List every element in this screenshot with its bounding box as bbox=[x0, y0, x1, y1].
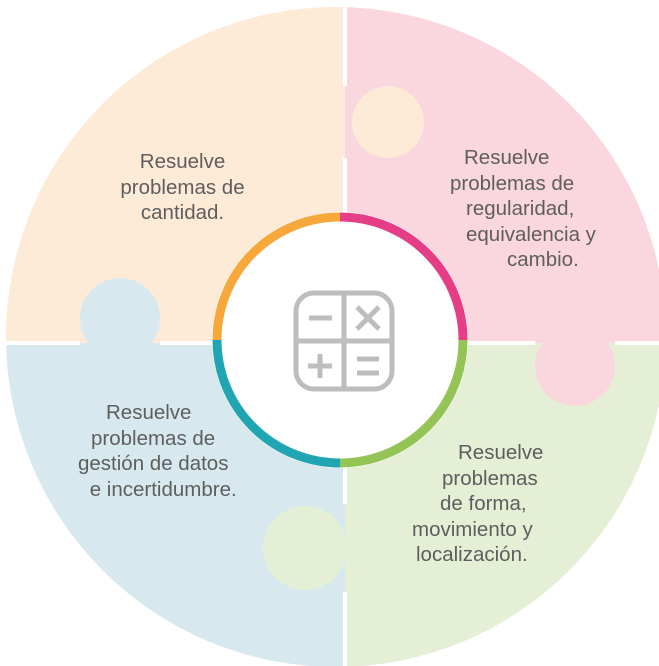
calculator-icon bbox=[293, 290, 395, 392]
label-line: Resuelve bbox=[139, 150, 226, 173]
label-line: problemas de bbox=[120, 175, 245, 199]
knob-quantity-right bbox=[352, 86, 424, 158]
ring-segment-pink bbox=[339, 212, 468, 341]
knob-regularity-down bbox=[535, 326, 615, 406]
label-line: gestión de datos bbox=[78, 452, 229, 475]
knob-data-up bbox=[80, 278, 160, 358]
label-line: Resuelve bbox=[106, 401, 192, 424]
label-line: problemas bbox=[442, 466, 538, 490]
label-line: problemas de bbox=[91, 426, 216, 450]
label-line: movimiento y bbox=[412, 517, 533, 541]
ring-segment-orange bbox=[212, 212, 341, 341]
label-line: e incertidumbre. bbox=[84, 477, 237, 501]
label-quantity: Resuelve problemas de cantidad. bbox=[0, 149, 365, 226]
ring-segment-green bbox=[339, 339, 468, 468]
label-line: localización. bbox=[416, 543, 528, 566]
label-line: regularidad, bbox=[466, 197, 575, 220]
label-form: Resuelve problemas de forma, movimiento … bbox=[412, 440, 582, 568]
label-line: Resuelve bbox=[464, 146, 550, 169]
label-line: cambio. bbox=[507, 248, 579, 271]
label-line: equivalencia y bbox=[466, 222, 596, 246]
knob-form-left bbox=[263, 506, 347, 590]
label-line: problemas de bbox=[450, 171, 575, 195]
label-line: cantidad. bbox=[140, 201, 225, 224]
label-line: de forma, bbox=[440, 492, 527, 515]
label-regularity: Resuelve problemas de regularidad, equiv… bbox=[432, 145, 622, 273]
label-line: Resuelve bbox=[458, 441, 544, 464]
ring-segment-teal bbox=[212, 339, 341, 468]
label-data: Resuelve problemas de gestión de datos e… bbox=[76, 400, 276, 502]
